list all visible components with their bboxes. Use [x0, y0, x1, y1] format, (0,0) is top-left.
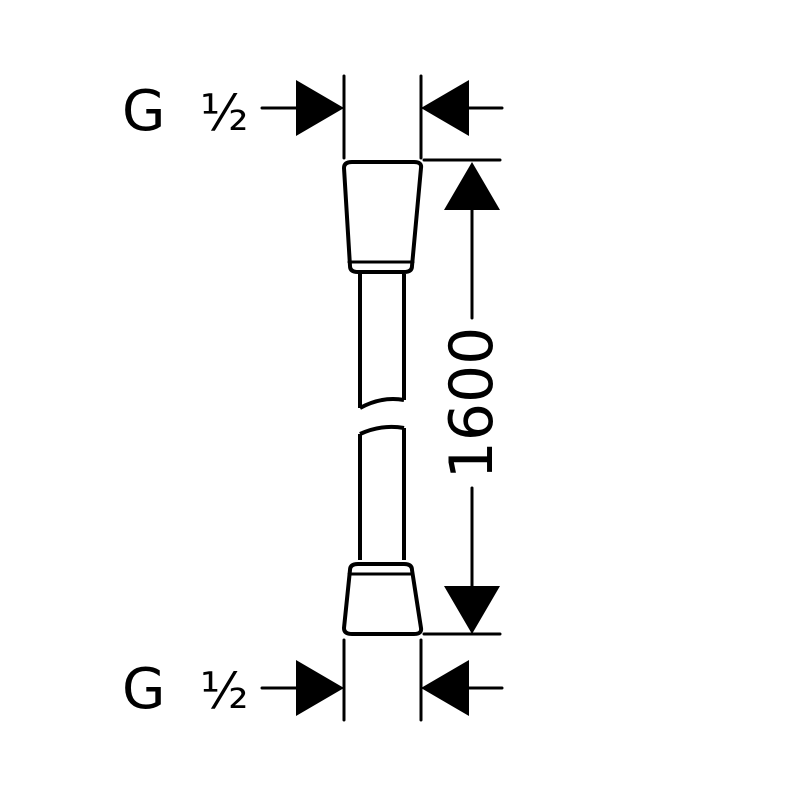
bottom-fitting	[342, 562, 424, 636]
lower-tube-break	[359, 424, 405, 436]
bottom-right-arrowhead	[421, 660, 469, 716]
bottom-left-arrowhead	[296, 660, 344, 716]
length-top-arrowhead	[444, 162, 500, 210]
upper-tube-break	[359, 397, 405, 410]
length-bottom-arrowhead	[444, 586, 500, 634]
bottom-width-dimension	[260, 638, 504, 722]
hose	[342, 160, 424, 636]
bottom-thread-fraction: ½	[200, 662, 248, 720]
top-thread-label: G ½	[122, 79, 248, 144]
top-thread-fraction: ½	[200, 84, 248, 142]
top-thread-letter: G	[122, 79, 165, 144]
top-fitting	[342, 160, 424, 274]
bottom-thread-label: G ½	[122, 657, 248, 722]
top-right-arrowhead	[421, 80, 469, 136]
top-width-dimension	[260, 74, 504, 160]
top-left-arrowhead	[296, 80, 344, 136]
length-dimension: 1600	[422, 158, 507, 636]
length-value: 1600	[437, 327, 507, 480]
bottom-thread-letter: G	[122, 657, 165, 722]
